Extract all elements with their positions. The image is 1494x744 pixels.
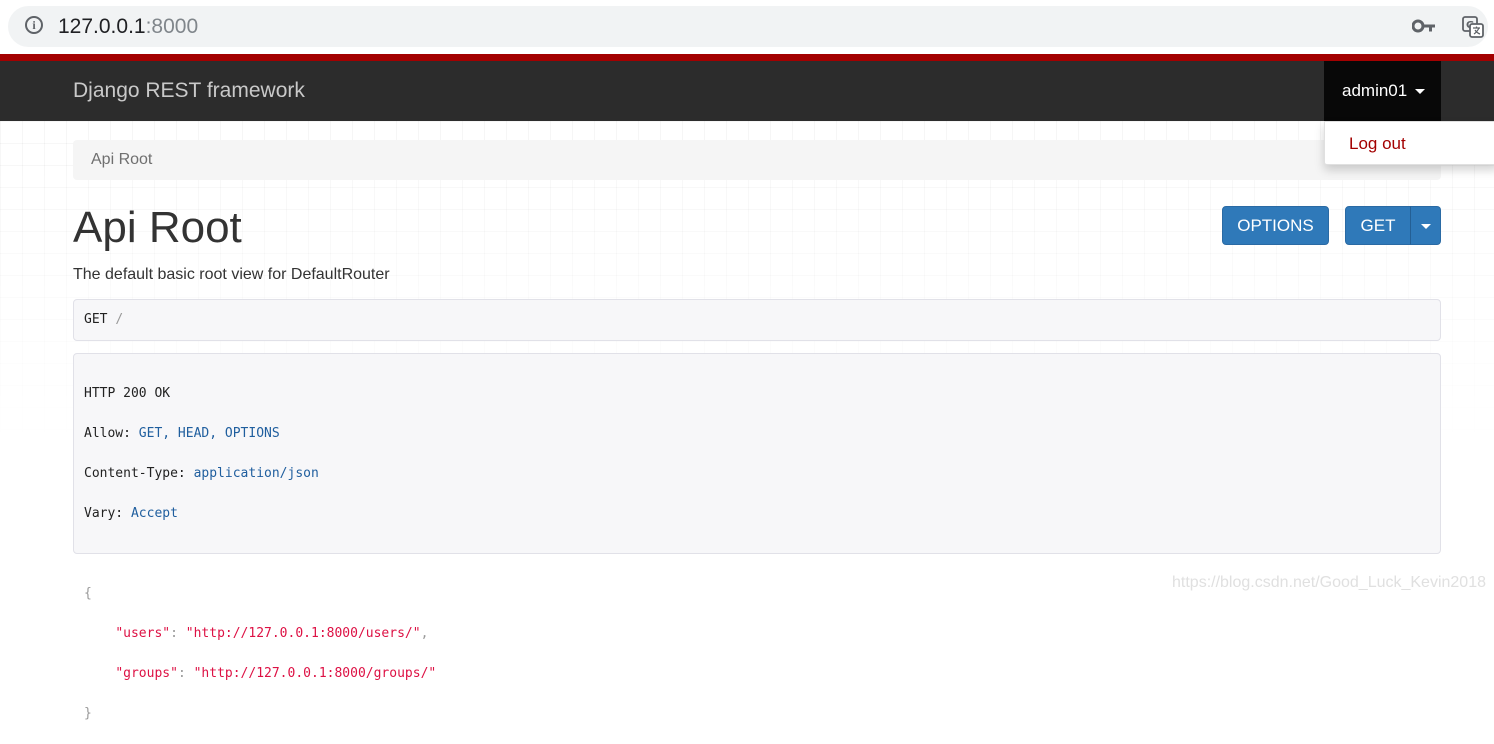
- json-link-users[interactable]: "http://127.0.0.1:8000/users/": [185, 626, 421, 641]
- page-title: Api Root: [73, 203, 242, 252]
- get-button[interactable]: GET: [1345, 206, 1411, 245]
- response-header-row: Vary: Accept: [84, 504, 1430, 524]
- brace: }: [84, 706, 92, 721]
- request-method: GET: [84, 312, 108, 327]
- navbar-accent-strip: [0, 54, 1494, 61]
- user-name: admin01: [1342, 81, 1408, 100]
- response-status: HTTP 200 OK: [84, 386, 171, 401]
- get-format-dropdown-button[interactable]: [1410, 206, 1441, 245]
- response-header-row: Allow: GET, HEAD, OPTIONS: [84, 424, 1430, 444]
- user-dropdown-menu: Log out: [1324, 121, 1494, 165]
- header-value: application/json: [193, 466, 319, 481]
- header-value: Accept: [130, 506, 178, 521]
- json-link-groups[interactable]: "http://127.0.0.1:8000/groups/": [193, 666, 437, 681]
- json-comma: ,: [420, 626, 429, 641]
- translate-icon[interactable]: G: [1462, 16, 1484, 38]
- browser-toolbar: i 127.0.0.1:8000 G: [0, 0, 1494, 54]
- breadcrumb: Api Root: [73, 140, 1441, 180]
- navbar: Django REST framework admin01: [0, 61, 1494, 121]
- json-row: "users": "http://127.0.0.1:8000/users/",: [84, 624, 1430, 644]
- request-path: /: [115, 312, 124, 327]
- watermark-text: https://blog.csdn.net/Good_Luck_Kevin201…: [1172, 574, 1486, 591]
- request-info: GET /: [73, 299, 1441, 341]
- options-button[interactable]: OPTIONS: [1222, 206, 1329, 245]
- caret-down-icon: [1415, 89, 1426, 95]
- caret-down-icon: [1420, 224, 1431, 230]
- header-name: Vary:: [84, 506, 124, 521]
- json-key: "groups": [115, 666, 178, 681]
- brace: {: [84, 586, 92, 601]
- brand-link[interactable]: Django REST framework: [73, 79, 305, 102]
- breadcrumb-item-api-root[interactable]: Api Root: [91, 151, 153, 168]
- url-text[interactable]: 127.0.0.1:8000: [58, 15, 198, 39]
- json-key: "users": [115, 626, 171, 641]
- page-description: The default basic root view for DefaultR…: [73, 266, 390, 283]
- json-close-brace: }: [84, 704, 1430, 724]
- response-info: HTTP 200 OK Allow: GET, HEAD, OPTIONS Co…: [73, 353, 1441, 721]
- user-menu-toggle[interactable]: admin01: [1324, 61, 1441, 121]
- address-bar[interactable]: i 127.0.0.1:8000 G: [8, 6, 1488, 47]
- url-port: :8000: [145, 15, 199, 38]
- json-row: "groups": "http://127.0.0.1:8000/groups/…: [84, 664, 1430, 684]
- info-icon[interactable]: i: [25, 16, 43, 34]
- header-value: GET, HEAD, OPTIONS: [138, 426, 280, 441]
- logout-link[interactable]: Log out: [1349, 134, 1406, 153]
- json-separator: :: [177, 666, 194, 681]
- response-header-row: Content-Type: application/json: [84, 464, 1430, 484]
- url-host: 127.0.0.1: [58, 15, 146, 38]
- json-separator: :: [170, 626, 186, 641]
- key-icon[interactable]: [1412, 19, 1436, 33]
- header-name: Allow:: [84, 426, 131, 441]
- header-name: Content-Type:: [84, 466, 186, 481]
- response-status-line: HTTP 200 OK: [84, 384, 1430, 404]
- blank-line: [84, 544, 1430, 564]
- json-open-brace: {: [84, 584, 1430, 604]
